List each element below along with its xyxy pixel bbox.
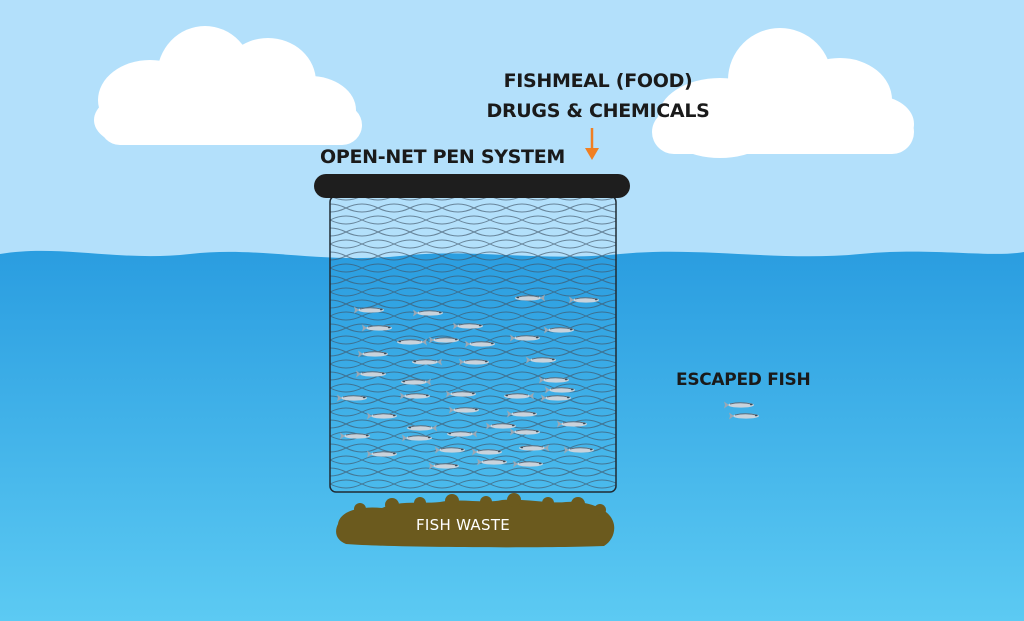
fish-icon xyxy=(446,390,476,398)
fishmeal-label: FISHMEAL (FOOD) xyxy=(503,70,693,92)
fish-icon xyxy=(515,294,545,302)
fish-icon xyxy=(486,422,516,430)
fish-icon xyxy=(401,378,431,386)
pen-system-title: OPEN-NET PEN SYSTEM xyxy=(320,146,565,168)
fish-icon xyxy=(513,460,543,468)
drugs-chemicals-label: DRUGS & CHEMICALS xyxy=(486,100,710,122)
fish-icon xyxy=(435,446,465,454)
fish-icon xyxy=(413,309,443,317)
pen-inputs-label: FISHMEAL (FOOD) DRUGS & CHEMICALS xyxy=(458,66,738,126)
fish-icon xyxy=(510,428,540,436)
escaped-fish-group xyxy=(724,401,759,420)
fish-icon xyxy=(340,432,370,440)
cloud-icon xyxy=(94,26,362,145)
fish-icon xyxy=(337,394,367,402)
fish-icon xyxy=(729,412,759,420)
fish-icon xyxy=(358,350,388,358)
fish-icon xyxy=(397,338,427,346)
fish-icon xyxy=(367,450,397,458)
fish-icon xyxy=(539,376,569,384)
fish-icon xyxy=(507,410,537,418)
cloud-icon xyxy=(652,28,914,158)
fish-icon xyxy=(569,296,599,304)
fish-icon xyxy=(459,358,489,366)
fish-icon xyxy=(465,340,495,348)
fish-icon xyxy=(564,446,594,454)
escaped-fish-label: ESCAPED FISH xyxy=(676,370,811,390)
fish-icon xyxy=(541,394,571,402)
fish-icon xyxy=(544,326,574,334)
fish-icon xyxy=(407,424,437,432)
fish-icon xyxy=(400,392,430,400)
fish-icon xyxy=(724,401,754,409)
fish-icon xyxy=(362,324,392,332)
fish-icon xyxy=(545,386,575,394)
farmed-fish-school xyxy=(337,294,599,470)
fish-icon xyxy=(526,356,556,364)
fish-icon xyxy=(447,430,477,438)
fish-icon xyxy=(477,458,507,466)
fish-icon xyxy=(356,370,386,378)
arrow-down-icon xyxy=(585,128,599,160)
fish-icon xyxy=(429,336,459,344)
fish-icon xyxy=(510,334,540,342)
fish-icon xyxy=(412,358,442,366)
fish-icon xyxy=(367,412,397,420)
fish-icon xyxy=(472,448,502,456)
fish-icon xyxy=(402,434,432,442)
fish-icon xyxy=(504,392,534,400)
net-pen-rim xyxy=(314,174,630,198)
fish-waste-texture xyxy=(354,493,606,516)
fish-icon xyxy=(453,322,483,330)
fish-icon xyxy=(354,306,384,314)
fish-icon xyxy=(519,444,549,452)
fish-waste-label: FISH WASTE xyxy=(416,516,511,534)
fish-icon xyxy=(449,406,479,414)
fish-icon xyxy=(429,462,459,470)
fish-icon xyxy=(557,420,587,428)
fish-waste-mound xyxy=(336,499,615,548)
